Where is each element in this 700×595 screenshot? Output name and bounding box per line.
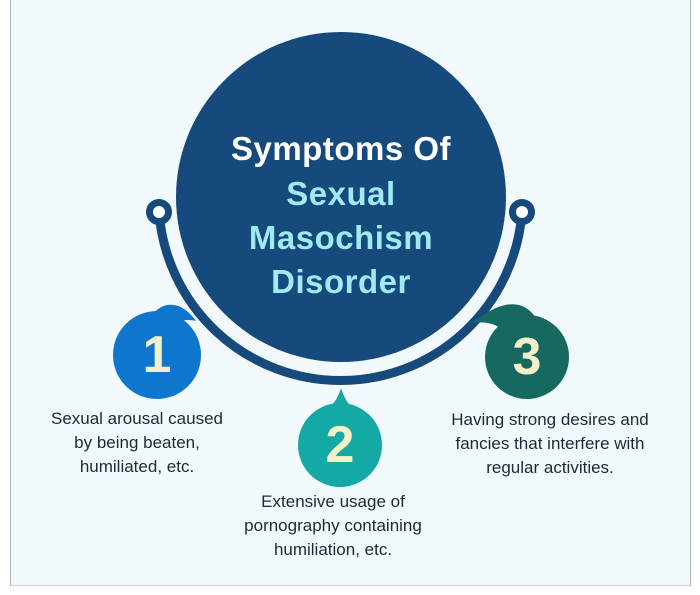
item-number-2: 2 <box>325 416 355 474</box>
item-bubble-3 <box>485 315 569 399</box>
arc-end-ring-right <box>509 199 535 225</box>
page-subtitle-line-2: Masochism <box>248 219 434 256</box>
arc-end-ring-left <box>146 199 172 225</box>
item-bubble-2 <box>298 403 382 487</box>
page-subtitle-line-3: Disorder <box>271 263 411 300</box>
item-1-line-3: humiliated, etc. <box>79 457 195 476</box>
item-bubble-1 <box>113 311 201 399</box>
item-1-line-1: Sexual arousal caused <box>50 409 223 428</box>
item-2-line-3: humiliation, etc. <box>273 540 393 559</box>
item-3-line-3: regular activities. <box>486 458 614 477</box>
item-1-line-2: by being beaten, <box>74 433 200 452</box>
item-2-line-1: Extensive usage of <box>261 492 405 511</box>
item-3-line-2: fancies that interfere with <box>455 434 645 453</box>
connector-arc <box>154 207 527 385</box>
item-description-2: Extensive usage of pornography containin… <box>203 490 463 562</box>
item-2-line-2: pornography containing <box>244 516 422 535</box>
item-description-3: Having strong desires and fancies that i… <box>420 408 680 480</box>
item-number-1: 1 <box>142 326 172 384</box>
page-subtitle-line-1: Sexual <box>286 175 396 212</box>
item-number-3: 3 <box>512 328 542 386</box>
item-description-1: Sexual arousal caused by being beaten, h… <box>7 407 267 479</box>
title-block: Symptoms Of Sexual Masochism Disorder <box>171 126 511 304</box>
main-circle <box>176 32 506 362</box>
item-3-line-1: Having strong desires and <box>451 410 649 429</box>
page-title: Symptoms Of <box>230 130 452 167</box>
